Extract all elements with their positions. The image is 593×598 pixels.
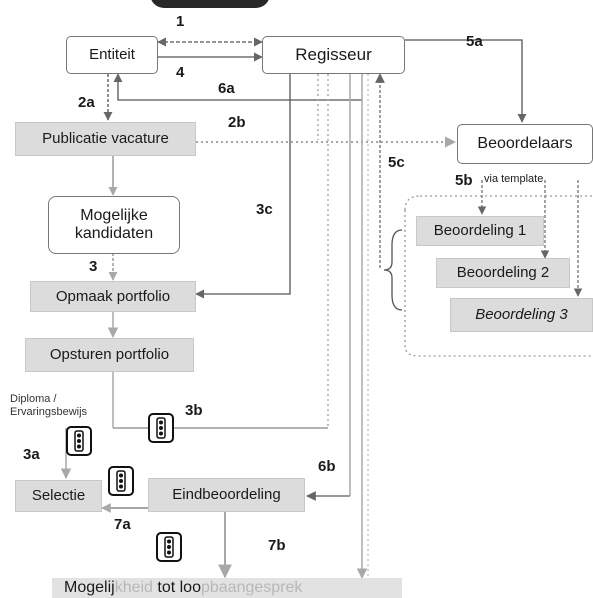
label-7a: 7a (114, 516, 131, 533)
node-selectie: Selectie (15, 480, 102, 512)
label-3: 3 (89, 258, 98, 275)
node-beoordeling-3: Beoordeling 3 (450, 298, 593, 332)
label-3a: 3a (23, 446, 40, 463)
node-opmaak-portfolio: Opmaak portfolio (30, 281, 196, 312)
label-via-template: via template (484, 173, 544, 185)
label-5c: 5c (388, 154, 405, 171)
label-5b: 5b (455, 172, 473, 189)
node-regisseur: Regisseur (262, 36, 405, 74)
loopbaangesprek-part-1: Mogelij (64, 578, 115, 596)
arrow-6a (113, 73, 362, 101)
traffic-light-icon (108, 466, 134, 496)
label-diploma-ervaringsbewijs: Diploma / Ervaringsbewijs (10, 393, 88, 418)
label-3b: 3b (185, 402, 203, 419)
beoordelingen-enclosure (404, 195, 593, 357)
label-7b: 7b (268, 537, 286, 554)
label-5a: 5a (466, 33, 483, 50)
label-3c: 3c (256, 201, 273, 218)
arrow-5a (405, 39, 527, 123)
label-2a: 2a (78, 94, 95, 111)
node-eindbeoordeling: Eindbeoordeling (148, 478, 305, 512)
loopbaangesprek-part-2: kheid (114, 578, 153, 596)
curly-brace (383, 229, 403, 311)
loopbaangesprek-part-3: tot loo (152, 578, 201, 596)
traffic-light-icon (156, 532, 182, 562)
node-entiteit: Entiteit (66, 36, 158, 74)
traffic-light-icon (148, 413, 174, 443)
traffic-light-icon (66, 426, 92, 456)
label-6b: 6b (318, 458, 336, 475)
label-6a: 6a (218, 80, 235, 97)
node-beoordelaars: Beoordelaars (457, 124, 593, 164)
top-cutoff-shape (150, 0, 270, 8)
node-beoordeling-1: Beoordeling 1 (416, 216, 544, 246)
label-2b: 2b (228, 114, 246, 131)
arrow-3c (195, 74, 291, 299)
node-beoordeling-2: Beoordeling 2 (436, 258, 570, 288)
loopbaangesprek-part-4: pbaangesprek (200, 578, 303, 596)
node-publicatie-vacature: Publicatie vacature (15, 122, 196, 156)
node-mogelijke-kandidaten: Mogelijke kandidaten (48, 196, 180, 254)
node-opsturen-portfolio: Opsturen portfolio (25, 338, 194, 372)
label-4: 4 (176, 64, 185, 81)
label-1: 1 (176, 13, 185, 30)
